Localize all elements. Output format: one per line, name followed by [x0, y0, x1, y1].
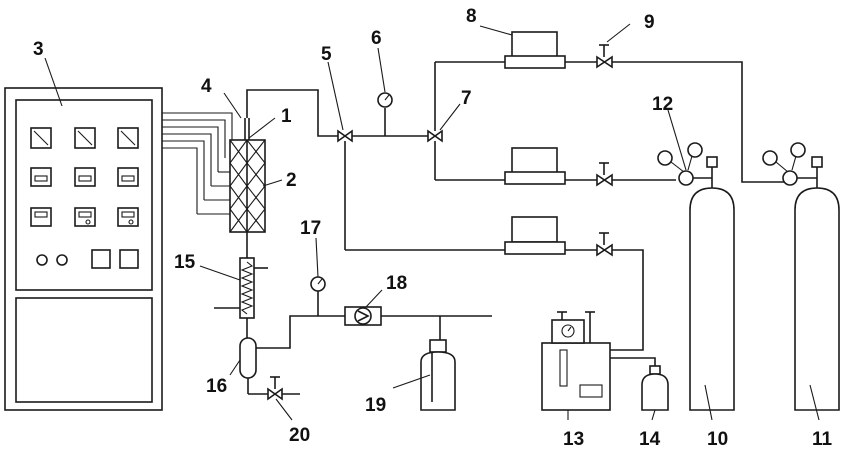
control-cabinet: [5, 88, 232, 410]
needle-valve: [597, 163, 612, 185]
reactor-inlet-line: [247, 90, 345, 136]
label-16: 16: [206, 376, 227, 397]
label-12: 12: [652, 94, 673, 115]
needle-valve-9: [597, 45, 612, 67]
label-3: 3: [33, 39, 44, 60]
three-way-valve-5: [338, 131, 352, 250]
label-7: 7: [461, 88, 472, 109]
pressure-regulator: [763, 143, 817, 185]
digital-display-icon: [31, 168, 138, 186]
label-5: 5: [321, 44, 332, 65]
label-13: 13: [563, 429, 584, 450]
mass-flow-controller-8: [505, 32, 565, 68]
label-6: 6: [371, 28, 382, 49]
needle-valve: [597, 233, 612, 255]
reactor-furnace: [230, 118, 265, 258]
pressure-gauge-17: [311, 277, 325, 316]
mass-flow-controller: [505, 217, 565, 254]
analog-meter-icon: [31, 128, 138, 148]
drain-valve-20: [268, 377, 282, 399]
label-9: 9: [644, 12, 655, 33]
label-4: 4: [201, 76, 212, 97]
back-pressure-regulator-18: [345, 307, 381, 325]
label-15: 15: [174, 252, 196, 273]
pressure-gauge-6: [378, 93, 392, 136]
label-1: 1: [281, 106, 292, 127]
liquid-pump-13: [542, 312, 610, 410]
knob-icon: [37, 255, 67, 265]
reservoir-bottle-14: [642, 366, 668, 410]
pressure-regulator-12: [658, 143, 712, 185]
label-8: 8: [466, 6, 477, 27]
label-10: 10: [707, 429, 728, 450]
label-19: 19: [365, 395, 386, 416]
label-17: 17: [300, 218, 321, 239]
mass-flow-controller: [505, 148, 565, 184]
label-2: 2: [286, 170, 297, 191]
label-14: 14: [639, 429, 661, 450]
switch-icon: [92, 250, 138, 268]
label-18: 18: [386, 273, 407, 294]
label-11: 11: [812, 429, 833, 450]
gas-collection-bottle-19: [421, 340, 455, 410]
gas-cylinder-11: [795, 157, 839, 410]
valve-7: [428, 62, 442, 180]
label-20: 20: [289, 425, 310, 446]
gas-cylinder-10: [690, 157, 734, 410]
controller-icon: [31, 208, 138, 226]
control-cables: [162, 113, 232, 214]
condenser-15: [214, 258, 268, 338]
